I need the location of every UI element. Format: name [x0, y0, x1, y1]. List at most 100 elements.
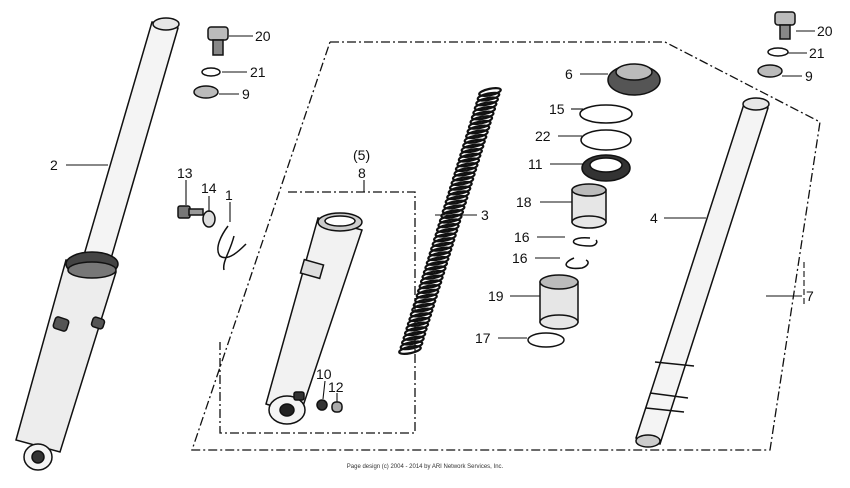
spring-coil	[467, 119, 492, 130]
footer-copyright: Page design (c) 2004 - 2014 by ARI Netwo…	[347, 464, 504, 470]
spring-coil	[478, 87, 502, 97]
callout-12: 12	[328, 379, 344, 395]
spring-coil	[427, 251, 451, 262]
inner-fork-tube-4	[635, 97, 770, 448]
spring-coil	[457, 152, 482, 163]
spring-coil	[437, 218, 462, 229]
spring-coil	[418, 279, 443, 290]
spring-coil	[453, 166, 478, 177]
callout-11: 11	[528, 156, 543, 172]
callout-5: (5)	[353, 147, 370, 163]
callout-8: 8	[358, 165, 366, 181]
left-washer-9	[193, 85, 219, 99]
spring-coil	[470, 110, 495, 121]
spring-coil	[422, 265, 447, 276]
spring-coil	[424, 260, 449, 271]
spring-coil	[417, 284, 441, 294]
callout-21-right: 21	[809, 45, 825, 61]
callout-13: 13	[177, 165, 193, 181]
lower-fork-tube-8	[265, 212, 363, 425]
right-oring-21	[767, 47, 789, 57]
gasket-12	[331, 401, 343, 413]
spring-coil	[431, 237, 456, 248]
fork-spring-3	[398, 87, 502, 355]
outer-assembly-boundary	[191, 41, 821, 451]
spring-coil	[447, 185, 472, 196]
left-oring-21	[201, 67, 221, 77]
callout-18: 18	[516, 194, 532, 210]
spring-coil	[459, 148, 483, 158]
left-top-bolt-20	[207, 26, 229, 56]
spring-coil	[406, 316, 431, 327]
callout-6: 6	[565, 66, 573, 82]
callout-17: 17	[475, 330, 491, 346]
spring-coil	[405, 321, 430, 332]
spring-coil	[466, 124, 491, 135]
spring-coil	[465, 129, 489, 140]
spring-coil	[469, 115, 494, 126]
spring-coil	[401, 335, 425, 346]
spring-coil	[446, 190, 470, 201]
callout-3: 3	[481, 207, 489, 223]
right-washer-9	[757, 64, 783, 78]
spring-coil	[411, 302, 435, 313]
spring-coil	[415, 288, 440, 299]
spring-coil	[421, 269, 446, 280]
spring-coil	[460, 143, 485, 154]
callout-16-lower: 16	[512, 250, 528, 266]
spring-coil	[409, 307, 434, 318]
spring-coil	[449, 180, 473, 191]
bushing-18	[571, 183, 607, 229]
clip-16a	[572, 237, 598, 247]
spacer-17	[527, 332, 565, 348]
callout-14: 14	[201, 180, 217, 196]
callout-9-right: 9	[805, 68, 813, 84]
clip-1	[217, 225, 247, 271]
clip-15	[579, 104, 633, 124]
callout-15: 15	[549, 101, 565, 117]
bushing-19	[539, 274, 579, 330]
spring-coil	[435, 223, 460, 233]
damper-rod-7	[645, 361, 695, 413]
right-top-bolt-20	[774, 11, 796, 40]
washer-22	[580, 129, 632, 151]
spring-coil	[444, 194, 469, 205]
callout-9-left: 9	[242, 86, 250, 102]
spring-coil	[443, 199, 467, 210]
spring-coil	[476, 91, 501, 102]
spring-coil	[441, 204, 466, 215]
spring-coil	[414, 293, 438, 304]
spring-coil	[454, 162, 479, 173]
spring-coil	[462, 138, 486, 149]
seal-11	[581, 154, 631, 182]
callout-20-left: 20	[255, 28, 271, 44]
spring-coil	[463, 133, 488, 144]
left-fork-assembly	[15, 17, 180, 471]
callout-2: 2	[50, 157, 58, 173]
spring-coil	[451, 171, 476, 182]
clip-16b	[565, 257, 589, 270]
spring-coil	[440, 209, 465, 219]
callout-19: 19	[488, 288, 504, 304]
spring-coil	[472, 105, 497, 116]
washer-14	[202, 210, 216, 228]
spring-coil	[473, 101, 498, 112]
spring-coil	[434, 227, 459, 238]
spring-coil	[408, 312, 433, 323]
spring-coil	[433, 232, 457, 243]
spring-coil	[425, 255, 450, 266]
spring-coil	[438, 213, 463, 224]
callout-1: 1	[225, 187, 233, 203]
callout-7: 7	[806, 288, 814, 304]
callout-16-upper: 16	[514, 229, 530, 245]
callout-10: 10	[316, 366, 332, 382]
drain-screw-10	[316, 399, 328, 411]
spring-coil	[412, 298, 437, 309]
callout-22: 22	[535, 128, 551, 144]
callout-4: 4	[650, 210, 658, 226]
spring-coil	[403, 326, 428, 337]
spring-coil	[456, 157, 481, 168]
spring-coil	[399, 340, 424, 351]
